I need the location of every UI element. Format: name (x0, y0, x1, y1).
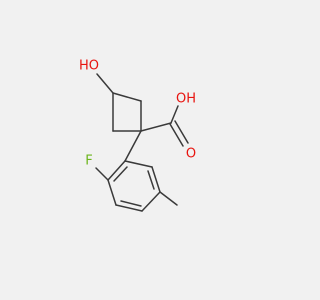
carbonyl-o-label: O (186, 147, 196, 162)
bond-c-f (95, 167, 109, 181)
bond-carboxyl-oh (170, 105, 179, 124)
fluorine-label: F (85, 154, 92, 169)
hydroxyl-label: HO (79, 59, 99, 74)
bond-ring-aryl (124, 130, 142, 162)
carboxyl-oh-label: OH (176, 92, 196, 107)
bond-aryl-6 (124, 160, 153, 168)
bond-ring-top (112, 92, 142, 102)
bond-c-oh (96, 73, 114, 94)
bond-aryl-3 (115, 204, 143, 212)
bond-methyl (159, 191, 178, 206)
bond-c-carboxyl (140, 122, 172, 132)
structure-canvas: HO OH O F (79, 59, 196, 212)
bond-aryl-double-1 (113, 166, 128, 182)
bond-aryl-2 (107, 179, 117, 206)
bond-carbonyl-2 (174, 120, 189, 144)
bond-aryl-double-3 (147, 170, 155, 190)
bond-carbonyl-1 (169, 123, 184, 147)
bond-aryl-4 (141, 191, 161, 212)
bond-aryl-1 (107, 160, 126, 181)
bond-aryl-double-2 (120, 200, 142, 207)
molecule-diagram: HO OH O F (79, 59, 196, 212)
bond-aryl-5 (151, 166, 161, 193)
